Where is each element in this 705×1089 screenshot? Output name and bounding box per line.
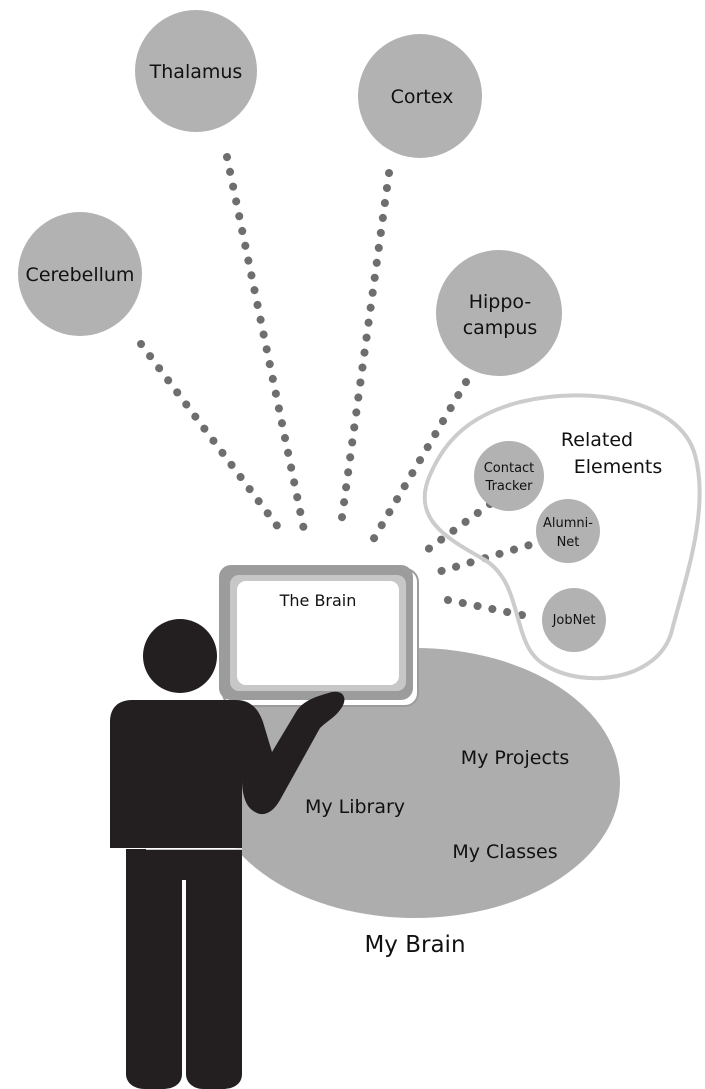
related-elements-title-line1: Related bbox=[561, 429, 633, 451]
connector-cerebellum bbox=[137, 340, 282, 531]
thalamus-node bbox=[135, 10, 257, 132]
hippocampus-label-line2: campus bbox=[463, 317, 538, 339]
connector-hippocampus bbox=[369, 378, 470, 544]
hippocampus-node bbox=[436, 250, 562, 376]
person-head bbox=[143, 619, 217, 693]
cerebellum-node bbox=[18, 212, 142, 336]
contact-tracker-label-line2: Tracker bbox=[485, 479, 534, 494]
thalamus-label: Thalamus bbox=[149, 61, 243, 83]
my-library-label: My Library bbox=[305, 796, 405, 818]
my-classes-label: My Classes bbox=[452, 841, 557, 863]
hippocampus-label-line1: Hippo- bbox=[469, 291, 532, 313]
cortex-node bbox=[358, 34, 482, 158]
connector-contact-tracker bbox=[423, 500, 494, 554]
tablet-screen-title: The Brain bbox=[279, 591, 357, 610]
jobnet-label: JobNet bbox=[552, 613, 596, 628]
jobnet-node bbox=[542, 588, 606, 652]
person-figure bbox=[110, 619, 345, 1089]
my-brain-caption: My Brain bbox=[364, 932, 465, 958]
person-body bbox=[110, 691, 345, 848]
connector-cortex bbox=[336, 169, 393, 536]
connector-thalamus bbox=[223, 153, 308, 534]
alumni-net-label-line1: Alumni- bbox=[543, 516, 593, 531]
contact-tracker-label-line1: Contact bbox=[484, 461, 535, 476]
connector-jobnet bbox=[434, 594, 526, 619]
alumni-net-node bbox=[536, 499, 600, 563]
person-legs bbox=[126, 849, 242, 1089]
tablet-screen bbox=[237, 581, 399, 685]
cerebellum-label: Cerebellum bbox=[26, 264, 135, 286]
contact-tracker-node bbox=[474, 441, 544, 511]
related-elements-outline bbox=[422, 393, 702, 681]
related-elements-title-line2: Elements bbox=[574, 456, 663, 478]
cortex-label: Cortex bbox=[391, 86, 454, 108]
my-projects-label: My Projects bbox=[461, 747, 570, 769]
alumni-net-label-line2: Net bbox=[557, 535, 580, 550]
connector-alumni-net bbox=[434, 537, 547, 576]
